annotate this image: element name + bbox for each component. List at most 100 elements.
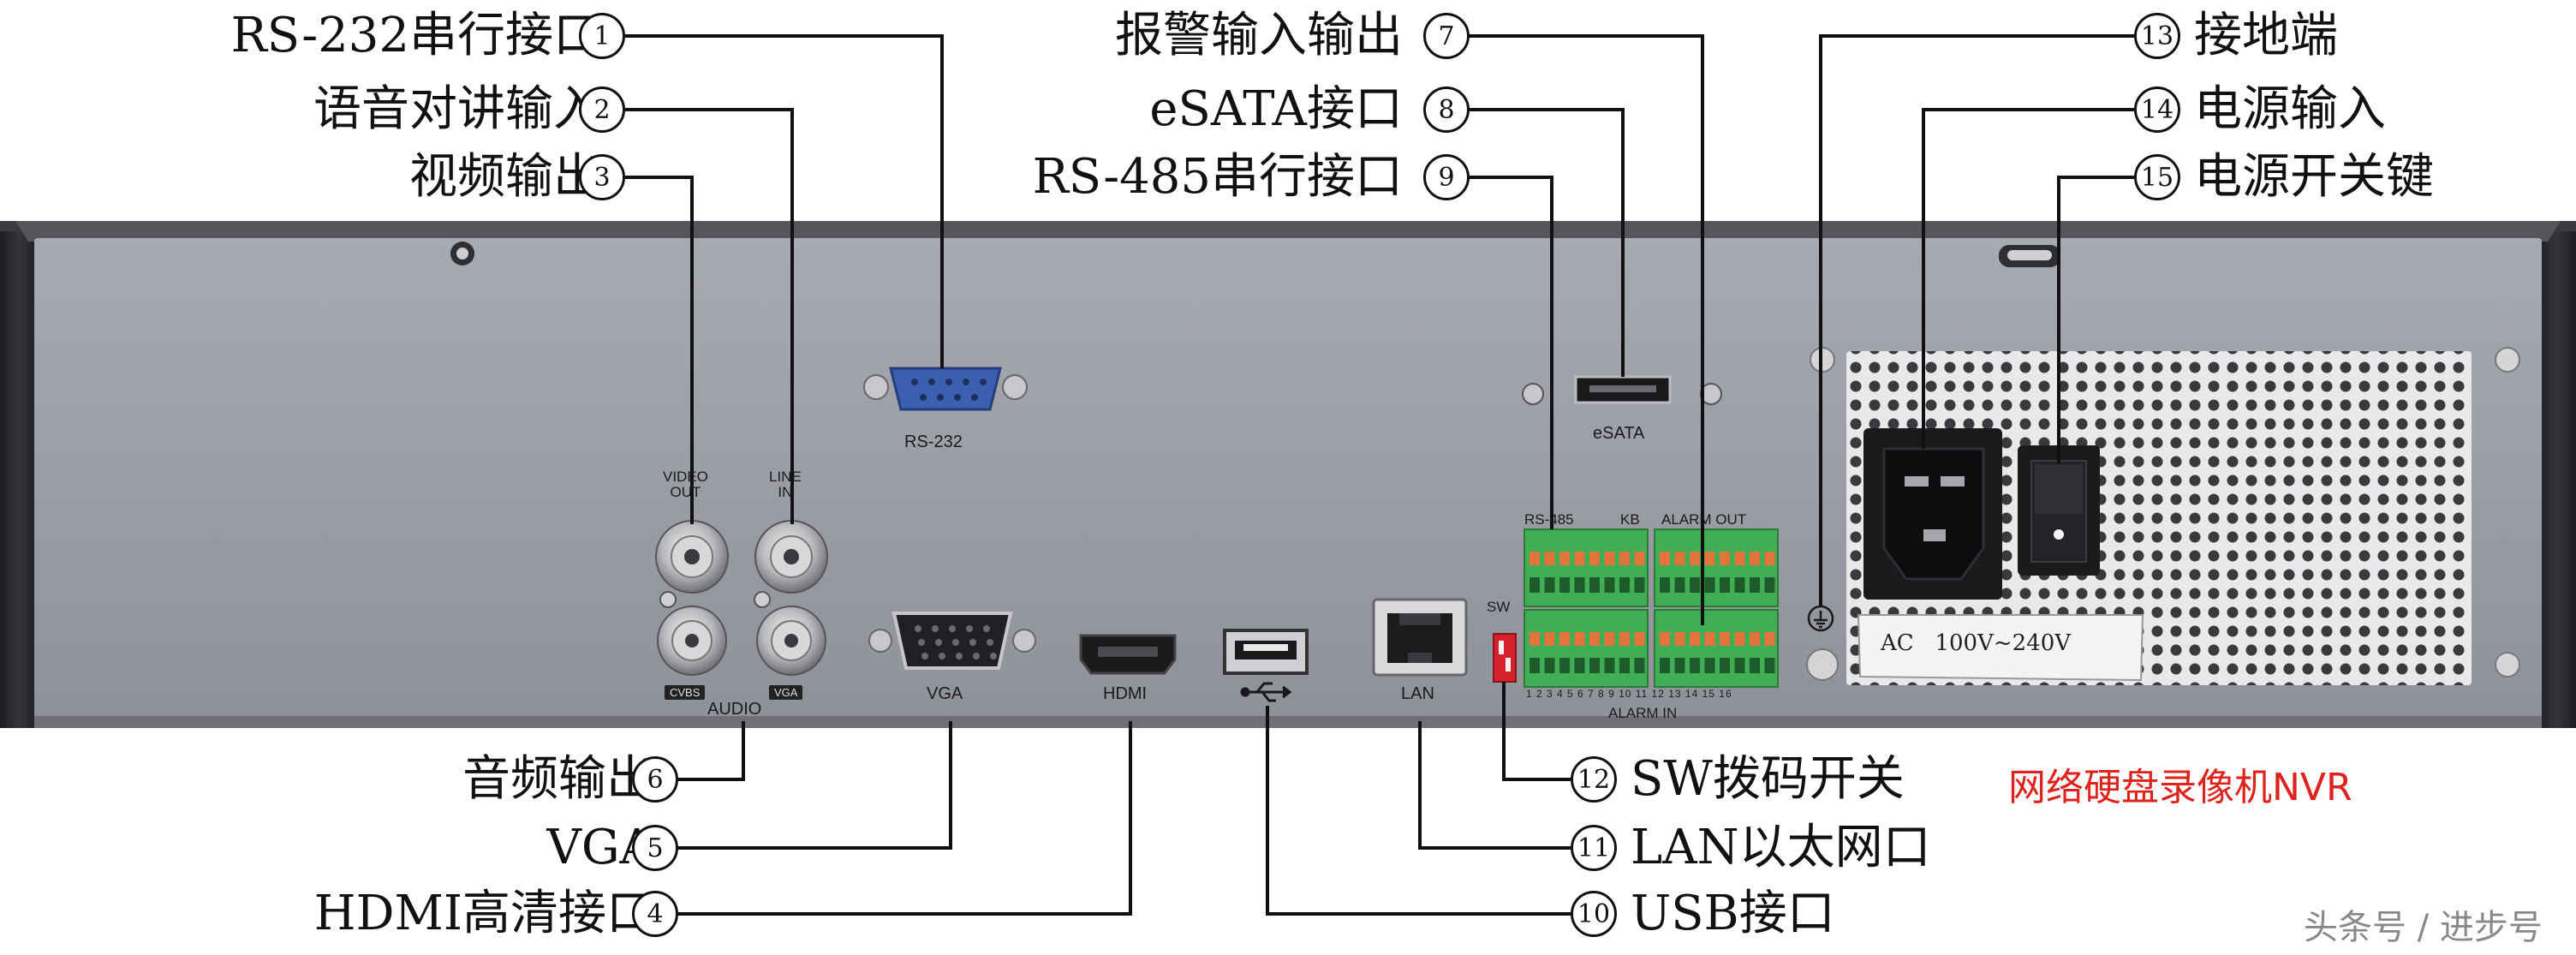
panel-label-rs232: RS-232 bbox=[904, 433, 963, 451]
callout-label-8: eSATA接口 bbox=[1149, 81, 1403, 137]
terminal-lever bbox=[1544, 632, 1555, 646]
callout-number-11: 11 bbox=[1571, 825, 1617, 871]
terminal-lever bbox=[1604, 632, 1615, 646]
terminal-hole bbox=[1660, 658, 1670, 673]
leader-6 bbox=[678, 721, 745, 781]
terminal-lever bbox=[1750, 552, 1760, 565]
leader-15 bbox=[2057, 176, 2134, 464]
bnc-cvbs-audio bbox=[657, 606, 727, 676]
callout-number-6: 6 bbox=[632, 756, 678, 803]
callout-number-3: 3 bbox=[579, 154, 625, 200]
terminal-hole bbox=[1634, 658, 1645, 673]
leader-4 bbox=[678, 721, 1132, 916]
vga-port bbox=[868, 612, 1036, 670]
terminal-lever bbox=[1734, 632, 1745, 646]
terminal-lever bbox=[1574, 632, 1585, 646]
callout-label-7: 报警输入输出 bbox=[1115, 8, 1403, 63]
terminal-hole bbox=[1764, 658, 1775, 673]
terminal-hole bbox=[1734, 658, 1745, 673]
terminal-lever bbox=[1634, 632, 1645, 646]
terminal-lever bbox=[1690, 632, 1700, 646]
leader-9 bbox=[1449, 176, 1553, 529]
callout-number-1: 1 bbox=[579, 13, 625, 59]
terminal-lever bbox=[1674, 552, 1685, 565]
panel-label-rs485: RS-485 bbox=[1524, 511, 1574, 528]
terminal-lever bbox=[1704, 552, 1715, 565]
callout-label-11: LAN以太网口 bbox=[1631, 820, 1931, 875]
terminal-hole bbox=[1660, 577, 1670, 593]
terminal-hole bbox=[1589, 658, 1600, 673]
usb-port bbox=[1223, 629, 1309, 675]
terminal-lever bbox=[1574, 552, 1585, 565]
callout-label-10: USB接口 bbox=[1631, 886, 1835, 941]
terminal-lever bbox=[1660, 552, 1670, 565]
terminal-hole bbox=[1734, 577, 1745, 593]
callout-label-15: 电源开关键 bbox=[2194, 149, 2434, 205]
bnc-line-in bbox=[754, 520, 828, 594]
terminal-hole bbox=[1690, 658, 1700, 673]
power-inlet bbox=[1863, 428, 2002, 600]
terminal-hole bbox=[1589, 577, 1600, 593]
panel-label-line-in: LINE IN bbox=[769, 469, 802, 500]
terminal-hole bbox=[1750, 577, 1760, 593]
terminal-hole bbox=[1559, 577, 1570, 593]
terminal-hole bbox=[1619, 658, 1630, 673]
terminal-hole bbox=[1704, 658, 1715, 673]
terminal-hole bbox=[1704, 577, 1715, 593]
terminal-hole bbox=[1750, 658, 1760, 673]
terminal-hole bbox=[1634, 577, 1645, 593]
terminal-lever bbox=[1530, 632, 1540, 646]
callout-label-3: 视频输出 bbox=[409, 149, 601, 205]
psu-vent bbox=[1846, 351, 2472, 685]
callout-label-9: RS-485串行接口 bbox=[1032, 149, 1403, 205]
panel-tag-vga: VGA bbox=[769, 685, 803, 700]
terminal-hole bbox=[1690, 577, 1700, 593]
leader-7 bbox=[1449, 34, 1704, 625]
terminal-lever bbox=[1589, 552, 1600, 565]
terminal-hole bbox=[1604, 658, 1615, 673]
hdmi-port bbox=[1079, 634, 1177, 675]
callout-number-5: 5 bbox=[632, 825, 678, 871]
callout-number-7: 7 bbox=[1423, 13, 1470, 59]
leader-2 bbox=[625, 108, 794, 524]
chassis-left-bezel bbox=[0, 231, 39, 728]
callout-number-15: 15 bbox=[2134, 154, 2180, 200]
callout-label-14: 电源输入 bbox=[2194, 81, 2386, 137]
terminal-hole bbox=[1559, 658, 1570, 673]
leader-14 bbox=[1922, 108, 2134, 449]
terminal-hole bbox=[1674, 577, 1685, 593]
sw-dip-switch bbox=[1493, 633, 1517, 683]
power-switch bbox=[2018, 445, 2100, 576]
terminal-lever bbox=[1704, 632, 1715, 646]
terminal-hole bbox=[1574, 658, 1585, 673]
terminal-blocks bbox=[1524, 528, 1779, 688]
panel-label-hdmi: HDMI bbox=[1103, 684, 1148, 703]
terminal-hole bbox=[1530, 658, 1540, 673]
terminal-hole bbox=[1544, 577, 1555, 593]
lan-port bbox=[1372, 598, 1468, 677]
panel-label-lan: LAN bbox=[1401, 684, 1434, 703]
panel-label-kb: KB bbox=[1620, 511, 1640, 528]
terminal-lever bbox=[1530, 552, 1540, 565]
terminal-lever bbox=[1589, 632, 1600, 646]
callout-number-12: 12 bbox=[1571, 756, 1617, 803]
terminal-lever bbox=[1559, 632, 1570, 646]
terminal-hole bbox=[1530, 577, 1540, 593]
terminal-hole bbox=[1764, 577, 1775, 593]
terminal-lever bbox=[1634, 552, 1645, 565]
callout-label-13: 接地端 bbox=[2194, 8, 2338, 63]
callout-number-2: 2 bbox=[579, 87, 625, 133]
panel-label-alarm-out: ALARM OUT bbox=[1661, 511, 1747, 528]
bnc-vga-audio bbox=[756, 606, 826, 676]
terminal-hole bbox=[1720, 577, 1730, 593]
bnc-video-out bbox=[655, 520, 729, 594]
leader-8 bbox=[1449, 108, 1625, 377]
terminal-hole bbox=[1604, 577, 1615, 593]
callout-number-14: 14 bbox=[2134, 87, 2180, 133]
diagram-caption: 网络硬盘录像机NVR bbox=[2008, 766, 2352, 809]
terminal-lever bbox=[1764, 632, 1775, 646]
terminal-hole bbox=[1720, 658, 1730, 673]
esata-port bbox=[1522, 375, 1722, 405]
leader-11 bbox=[1418, 721, 1571, 850]
panel-tag-cvbs: CVBS bbox=[665, 685, 706, 700]
